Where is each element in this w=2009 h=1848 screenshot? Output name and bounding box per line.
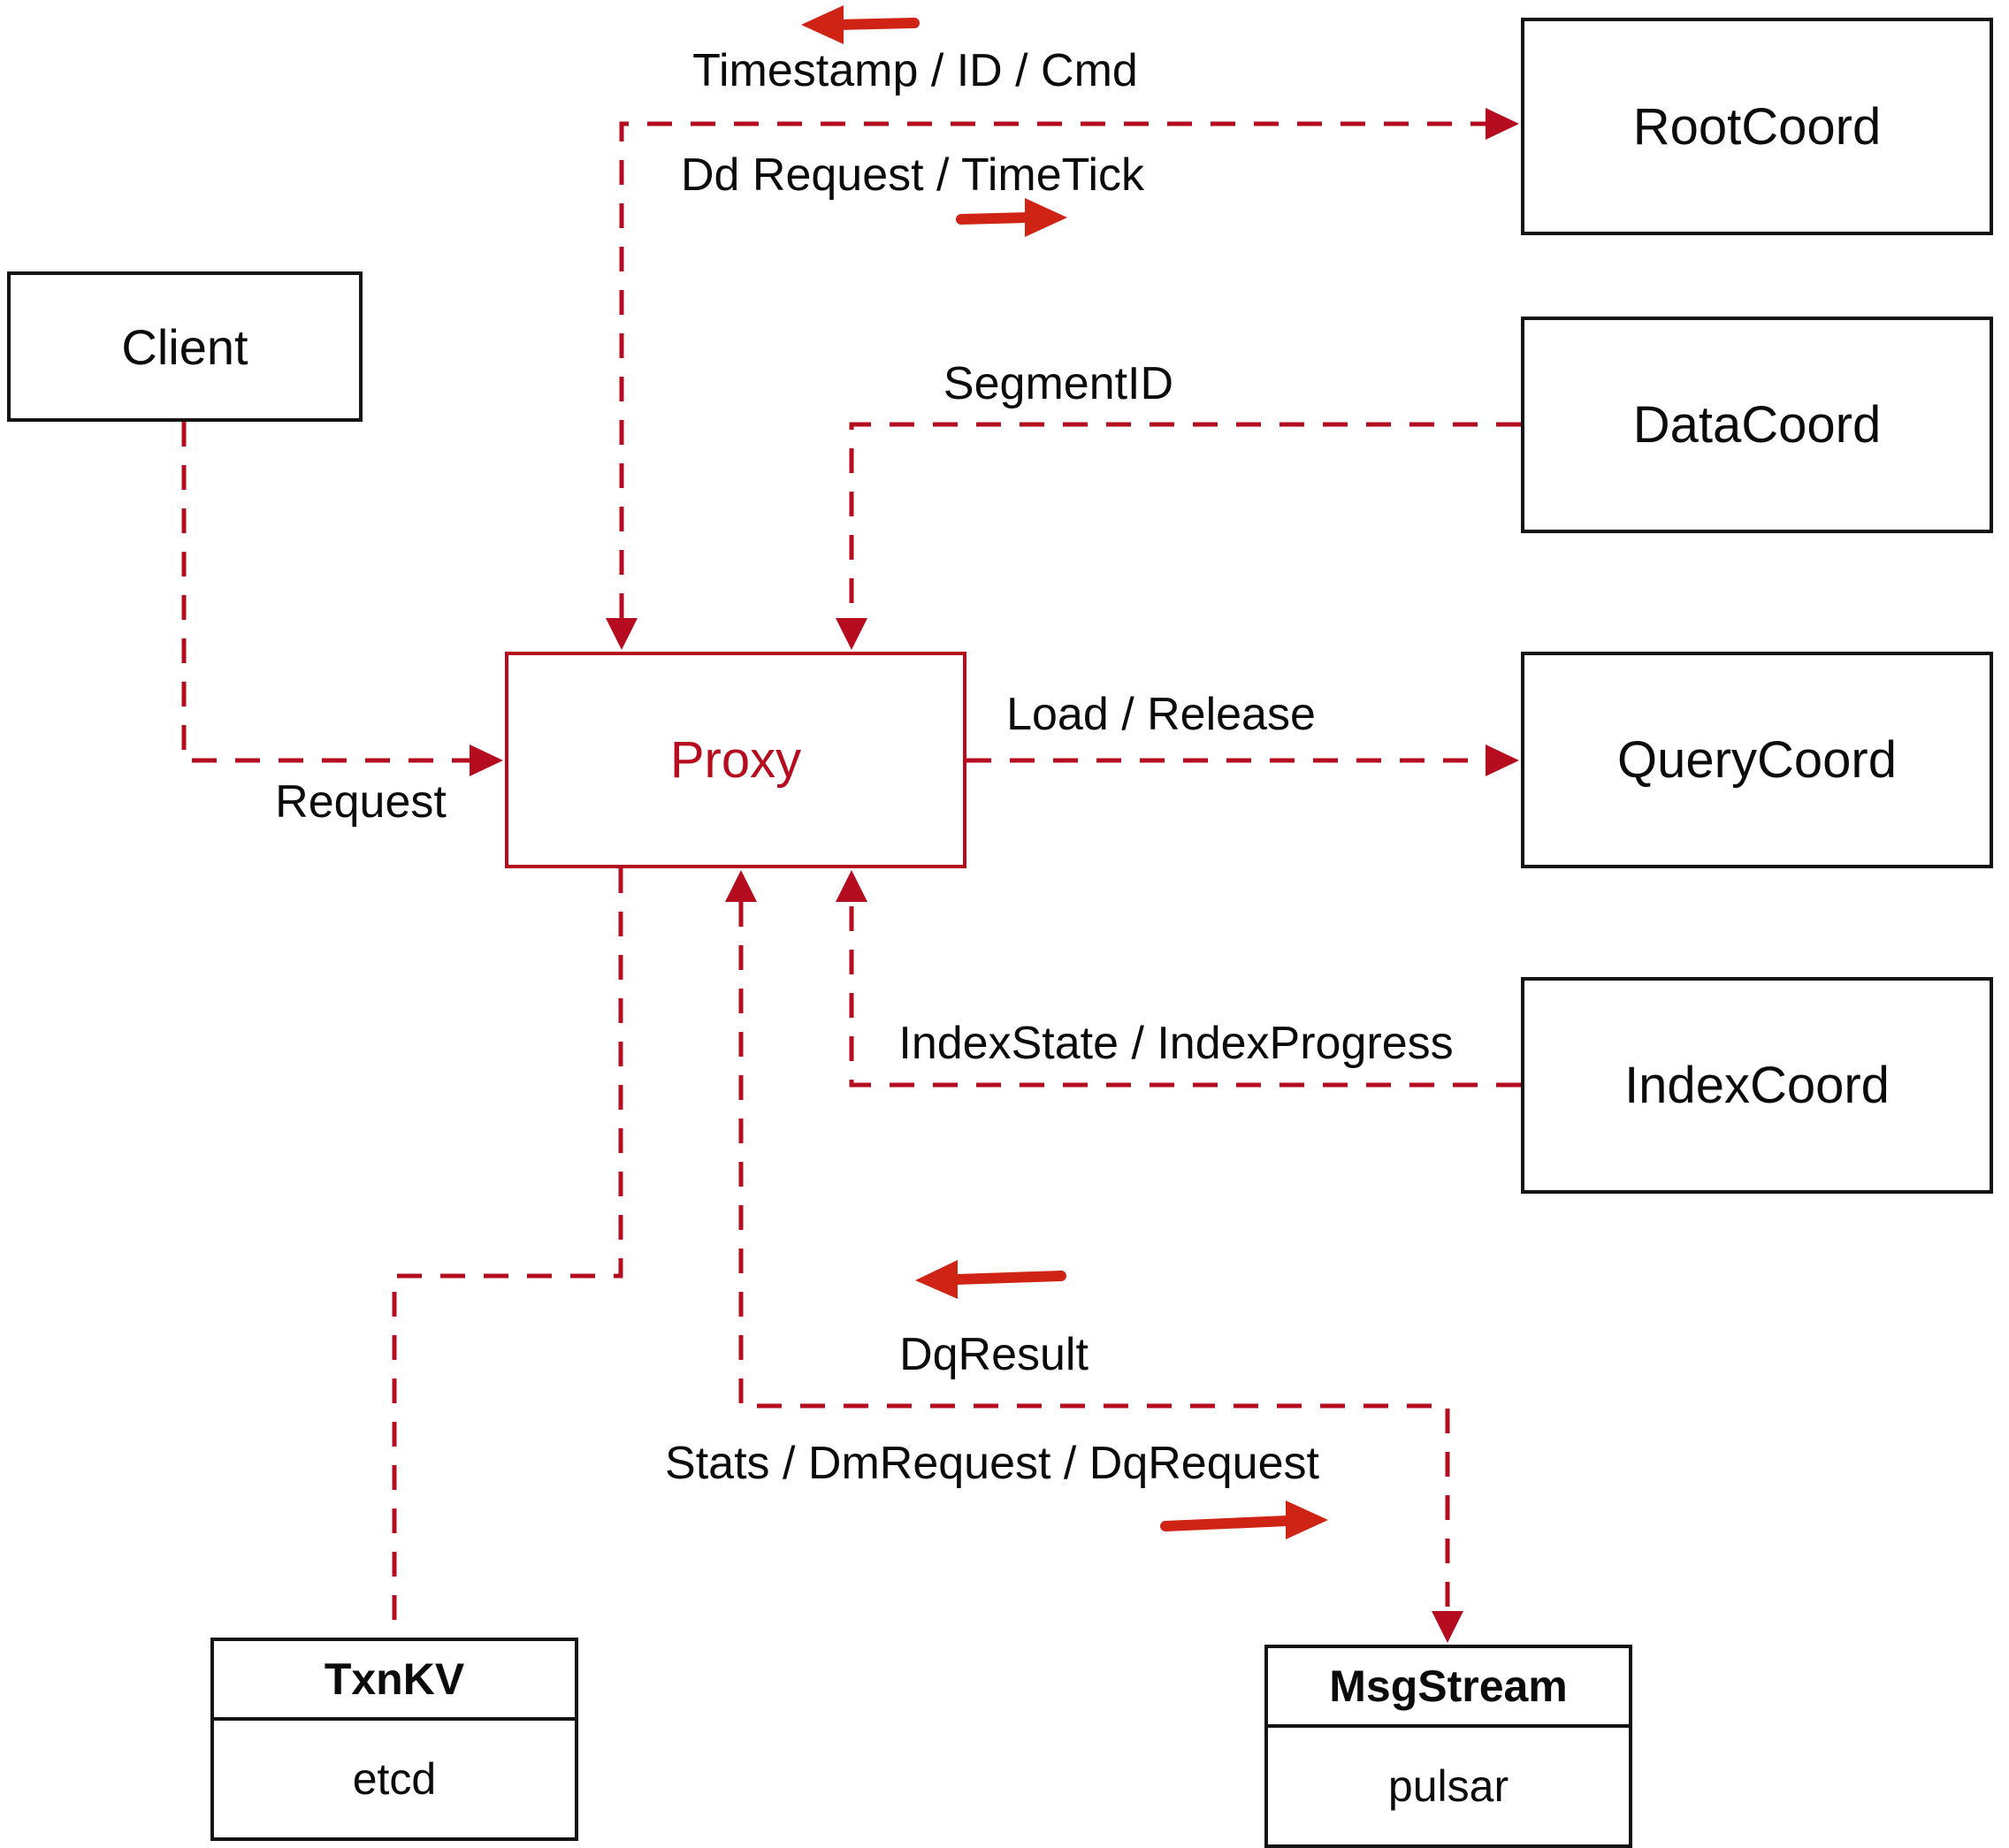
arrowhead-into-querycoord <box>1486 745 1519 776</box>
txnkv-value: etcd <box>352 1754 437 1804</box>
edge-label-index-state-progress: IndexState / IndexProgress <box>898 1018 1454 1069</box>
arrowhead-into-proxy-top-right <box>836 618 867 650</box>
msgstream-value: pulsar <box>1387 1761 1509 1811</box>
rootcoord-node: RootCoord <box>1521 18 1993 235</box>
edge-label-segment-id: SegmentID <box>943 358 1174 409</box>
proxy-rootcoord-connector <box>619 121 1486 618</box>
msgstream-title: MsgStream <box>1268 1648 1629 1728</box>
querycoord-label: QueryCoord <box>1617 731 1897 789</box>
dq-result-direction-arrow-left-icon <box>915 1260 1066 1299</box>
edge-label-dq-result: DqResult <box>899 1329 1089 1380</box>
txnkv-node: TxnKV etcd <box>210 1638 578 1841</box>
edge-label-dd-request-timetick: Dd Request / TimeTick <box>680 149 1145 201</box>
proxy-msgstream-connector <box>738 902 1450 1611</box>
msgstream-node: MsgStream pulsar <box>1264 1645 1632 1848</box>
datacoord-node: DataCoord <box>1521 317 1993 533</box>
arrowhead-into-proxy-left <box>470 745 503 776</box>
arrowhead-into-msgstream <box>1432 1611 1463 1643</box>
arrowhead-into-proxy-bottom-middle <box>725 870 757 902</box>
txnkv-title: TxnKV <box>214 1641 575 1721</box>
edge-label-timestamp-id-cmd: Timestamp / ID / Cmd <box>692 45 1138 96</box>
proxy-label: Proxy <box>669 731 802 789</box>
client-proxy-connector <box>181 422 470 763</box>
indexcoord-node: IndexCoord <box>1521 977 1993 1194</box>
proxy-txnkv-connector <box>392 868 623 1638</box>
edge-label-stats-dm-dq: Stats / DmRequest / DqRequest <box>665 1438 1319 1489</box>
dd-request-direction-arrow-right-icon <box>956 198 1067 237</box>
client-label: Client <box>121 318 248 375</box>
indexcoord-label: IndexCoord <box>1624 1057 1890 1114</box>
indexcoord-proxy-connector <box>849 902 1521 1088</box>
timestamp-direction-arrow-left-icon <box>801 5 920 44</box>
datacoord-label: DataCoord <box>1632 396 1882 454</box>
arrowhead-into-proxy-top-left <box>606 618 638 650</box>
arrowhead-into-rootcoord <box>1486 108 1519 140</box>
proxy-node: Proxy <box>505 652 966 868</box>
arrowhead-into-proxy-bottom-right <box>836 870 867 902</box>
rootcoord-label: RootCoord <box>1632 97 1882 156</box>
edge-label-load-release: Load / Release <box>1006 689 1316 740</box>
edge-label-request: Request <box>275 776 447 828</box>
stats-direction-arrow-right-icon <box>1160 1501 1328 1539</box>
querycoord-node: QueryCoord <box>1521 652 1993 868</box>
datacoord-proxy-connector <box>849 422 1521 618</box>
client-node: Client <box>7 271 363 422</box>
